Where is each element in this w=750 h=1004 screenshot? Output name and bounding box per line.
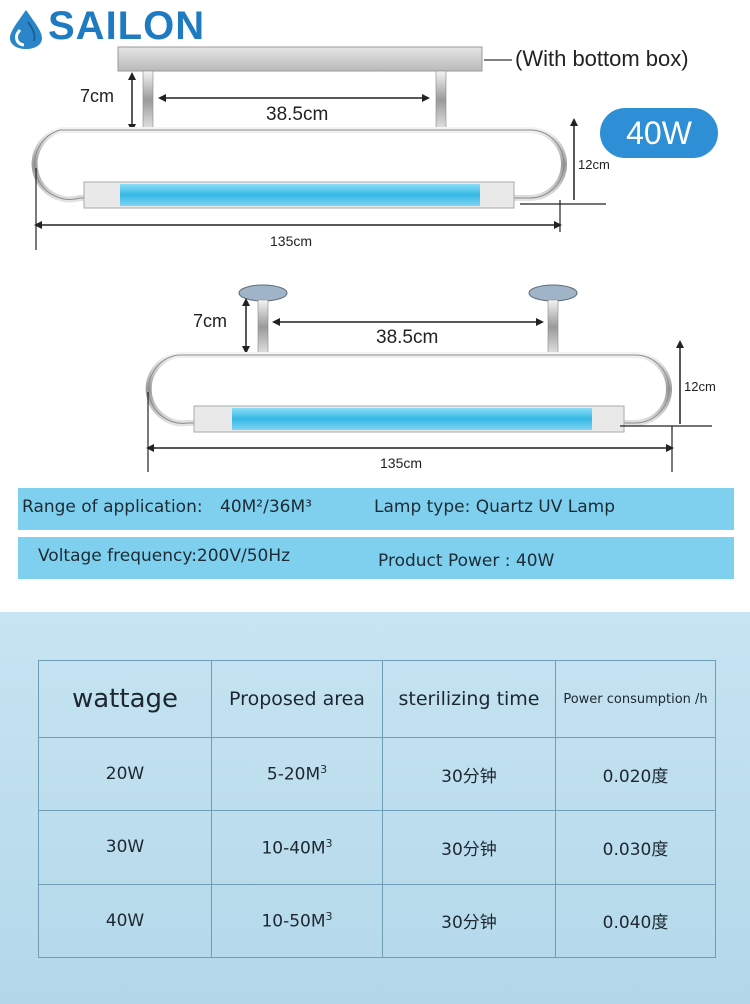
cell-wattage: 40W — [38, 883, 212, 959]
voltage-frequency: Voltage frequency:200V/50Hz — [38, 546, 291, 566]
bottom-box-note: (With bottom box) — [515, 46, 689, 71]
cell-power: 0.040度 — [555, 883, 716, 959]
spec-table: wattage Proposed area sterilizing time P… — [38, 660, 716, 959]
range-label: Range of application: — [22, 497, 203, 517]
cell-area: 5-20M3 — [211, 736, 383, 812]
lower-dim-tube-height: 12cm — [684, 379, 716, 394]
wattage-badge: 40W — [600, 108, 718, 158]
upper-dim-tube-height: 12cm — [578, 157, 610, 172]
lower-dim-length: 135cm — [380, 455, 423, 471]
upper-dim-mount-height: 7cm — [80, 86, 115, 106]
upper-dim-length: 135cm — [270, 233, 313, 249]
water-drop-icon — [10, 10, 42, 49]
spec-band-1: Range of application: 40M²/36M³ Lamp typ… — [18, 488, 734, 530]
cell-time: 30分钟 — [382, 736, 556, 812]
cell-wattage: 30W — [38, 810, 212, 885]
cell-wattage: 20W — [38, 736, 212, 812]
header-power-consumption: Power consumption /h — [555, 660, 716, 738]
cell-area: 10-50M3 — [211, 883, 383, 959]
area-value: 5-20M — [266, 764, 321, 785]
lower-dim-mount-spacing: 38.5cm — [376, 327, 439, 348]
cell-area: 10-40M3 — [211, 810, 383, 885]
cell-time: 30分钟 — [382, 810, 556, 885]
lower-dim-mount-height: 7cm — [193, 311, 228, 331]
spec-band-2: Voltage frequency:200V/50Hz Product Powe… — [18, 537, 734, 579]
product-diagram-section: SAILON — [10, 4, 734, 579]
area-unit-exponent: 3 — [325, 910, 333, 923]
cell-time: 30分钟 — [382, 883, 556, 959]
lamp-type: Lamp type: Quartz UV Lamp — [374, 497, 616, 517]
table-row: 20W 5-20M3 30分钟 0.020度 — [38, 736, 716, 812]
range-value: 40M²/36M³ — [220, 497, 312, 517]
upper-lamp-drawing — [31, 46, 712, 472]
area-value: 10-50M — [261, 911, 326, 932]
area-value: 10-40M — [261, 838, 326, 859]
area-unit-exponent: 3 — [320, 763, 328, 777]
table-header-row: wattage Proposed area sterilizing time P… — [38, 660, 716, 738]
header-wattage: wattage — [38, 660, 212, 738]
cell-power: 0.030度 — [555, 810, 716, 885]
header-sterilizing-time: sterilizing time — [382, 660, 556, 738]
table-row: 40W 10-50M3 30分钟 0.040度 — [38, 883, 716, 959]
product-power: Product Power : 40W — [378, 551, 555, 571]
area-unit-exponent: 3 — [325, 836, 333, 850]
upper-dim-mount-spacing: 38.5cm — [266, 104, 329, 125]
header-proposed-area: Proposed area — [211, 660, 383, 738]
table-row: 30W 10-40M3 30分钟 0.030度 — [38, 810, 716, 885]
cell-power: 0.020度 — [555, 736, 716, 812]
brand-logo: SAILON — [48, 4, 206, 48]
